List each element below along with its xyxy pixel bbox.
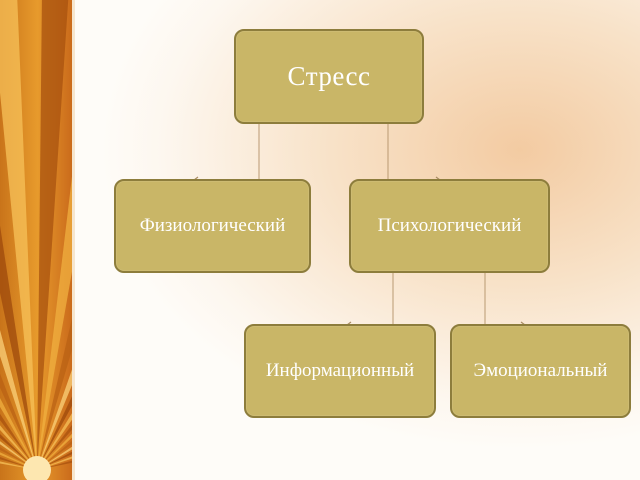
node-physiological-label: Физиологический bbox=[139, 215, 286, 236]
sunburst-ray bbox=[0, 413, 37, 470]
sunburst-ray bbox=[0, 461, 37, 470]
sunburst-ray bbox=[0, 0, 37, 470]
node-stress: Стресс bbox=[234, 29, 424, 124]
sunburst-ray bbox=[37, 305, 75, 470]
sunburst-ray bbox=[0, 398, 37, 470]
node-emotional: Эмоциональный bbox=[450, 324, 631, 418]
node-physiological: Физиологический bbox=[114, 179, 311, 273]
sunburst-ray bbox=[37, 438, 75, 470]
node-emotional-label: Эмоциональный bbox=[473, 360, 608, 381]
node-psychological: Психологический bbox=[349, 179, 550, 273]
sunburst-ray bbox=[37, 360, 75, 470]
node-psychological-label: Психологический bbox=[377, 215, 522, 236]
sunburst-center bbox=[23, 456, 51, 480]
sunburst-ray bbox=[0, 425, 37, 470]
sunburst-ray bbox=[37, 151, 75, 470]
sunburst-ray bbox=[37, 0, 69, 470]
sunburst-ray bbox=[0, 329, 37, 470]
decorative-sunburst-stripe bbox=[0, 0, 75, 480]
node-informational: Информационный bbox=[244, 324, 436, 418]
node-stress-label: Стресс bbox=[287, 61, 371, 91]
sunburst-ray bbox=[37, 459, 75, 470]
sunburst-ray bbox=[37, 408, 75, 470]
sunburst-ray bbox=[0, 373, 37, 470]
sunburst-ray bbox=[37, 389, 75, 470]
node-informational-label: Информационный bbox=[265, 360, 415, 381]
sunburst-ray bbox=[0, 225, 37, 470]
